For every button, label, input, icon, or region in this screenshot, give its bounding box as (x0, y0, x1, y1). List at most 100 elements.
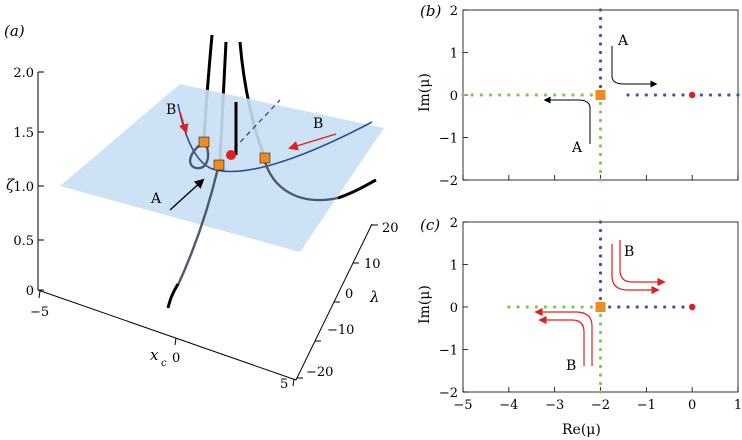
panel-b-ylabel: Im(μ) (417, 73, 433, 112)
x-axis-symbol: x (150, 346, 159, 364)
x-tick-label: 0 (688, 398, 696, 413)
blue-point (653, 93, 658, 97)
arrow-A-bottom-head (543, 96, 591, 109)
green-point (598, 390, 603, 394)
blue-point (736, 93, 740, 97)
blue-point (708, 93, 713, 97)
green-point (598, 127, 603, 131)
panel-b-points (461, 8, 740, 182)
orange-marker (213, 159, 225, 171)
green-point (598, 169, 603, 174)
blue-point (681, 305, 685, 309)
blue-point (598, 254, 603, 258)
lambda-tick-label: −20 (306, 365, 333, 380)
grey-curve (262, 157, 339, 202)
z-axis-symbol: ζ (6, 176, 15, 194)
panel-c-annotation-bottom: B (566, 358, 576, 374)
red-marker (226, 150, 236, 160)
green-point (598, 161, 603, 165)
panel-c-label: (c) (420, 216, 440, 234)
blue-point (598, 33, 603, 38)
green-point (598, 152, 603, 157)
y-tick-label: −1 (439, 344, 458, 359)
green-point (534, 93, 538, 97)
panel-c-points (507, 220, 696, 394)
blue-point (598, 25, 603, 29)
green-point (589, 93, 593, 97)
green-point (516, 305, 520, 309)
orange-marker (198, 136, 210, 148)
black-curve (166, 283, 180, 309)
x-axis-subscript: c (161, 358, 167, 369)
z-tick-label: 0 (26, 284, 34, 299)
green-point (571, 93, 575, 97)
z-tick-label: 0.5 (13, 234, 34, 249)
green-point (507, 93, 511, 97)
x-axis-line (37, 289, 297, 381)
panel-b: (b) Im(μ) 210−1−2 A A (417, 2, 740, 189)
blue-point (598, 84, 603, 89)
green-point (598, 339, 603, 343)
green-point (543, 93, 548, 97)
annotation-B-right: B (313, 116, 323, 132)
blue-point (598, 59, 603, 63)
arrow-B-bottom-inner (538, 315, 585, 366)
y-tick-label: −1 (439, 132, 458, 147)
blue-point (635, 305, 639, 309)
annotation-A: A (150, 191, 162, 207)
blue-point (626, 305, 630, 309)
x-tick-label: 5 (280, 377, 288, 392)
blue-point (644, 93, 648, 97)
y-tick-label: −2 (439, 174, 458, 189)
green-point (507, 305, 511, 309)
green-point (598, 347, 603, 352)
blue-point (635, 93, 639, 97)
panel-a-label: (a) (4, 22, 25, 40)
blue-point (626, 93, 630, 97)
blue-point (598, 16, 603, 21)
arrow-B-bottom-outer (534, 307, 593, 366)
green-point (543, 305, 548, 309)
blue-point (598, 228, 603, 233)
blue-point (653, 305, 658, 309)
blue-point (598, 237, 603, 241)
x-tick-label: −5 (30, 305, 49, 320)
blue-point (663, 93, 667, 97)
x-tick-label: 1 (734, 398, 742, 413)
y-tick-label: 1 (450, 259, 458, 274)
panel-c-ylabel: Im(μ) (417, 285, 433, 324)
red-marker (688, 91, 696, 99)
x-tick-label: −2 (591, 398, 610, 413)
black-curve (337, 178, 377, 200)
blue-point (718, 93, 722, 97)
blue-point (699, 93, 703, 97)
blue-point (598, 67, 603, 72)
panel-b-label: (b) (420, 2, 441, 20)
annotation-B-left: B (166, 102, 176, 118)
orange-marker (595, 90, 606, 100)
blue-point (598, 279, 603, 284)
x-tick-label: −5 (453, 398, 472, 413)
green-point (598, 178, 603, 182)
blue-point (598, 271, 603, 275)
green-point (470, 93, 474, 97)
blue-point (598, 245, 603, 250)
blue-point (727, 93, 731, 97)
orange-marker (259, 152, 271, 164)
green-point (498, 93, 502, 97)
blue-curve (177, 103, 373, 173)
z-tick-label: 2.0 (13, 66, 34, 81)
x-tick-label: 0 (172, 351, 180, 366)
arrow-A (169, 178, 205, 211)
y-tick-label: 0 (450, 89, 458, 104)
arrow-B-top-outer (619, 240, 666, 287)
green-point (553, 93, 557, 97)
blue-point (663, 305, 667, 309)
panel-c-annotation-top: B (624, 244, 634, 260)
x-tick-label: −1 (637, 398, 656, 413)
lambda-tick-label: −10 (327, 323, 354, 338)
green-point (461, 93, 465, 97)
